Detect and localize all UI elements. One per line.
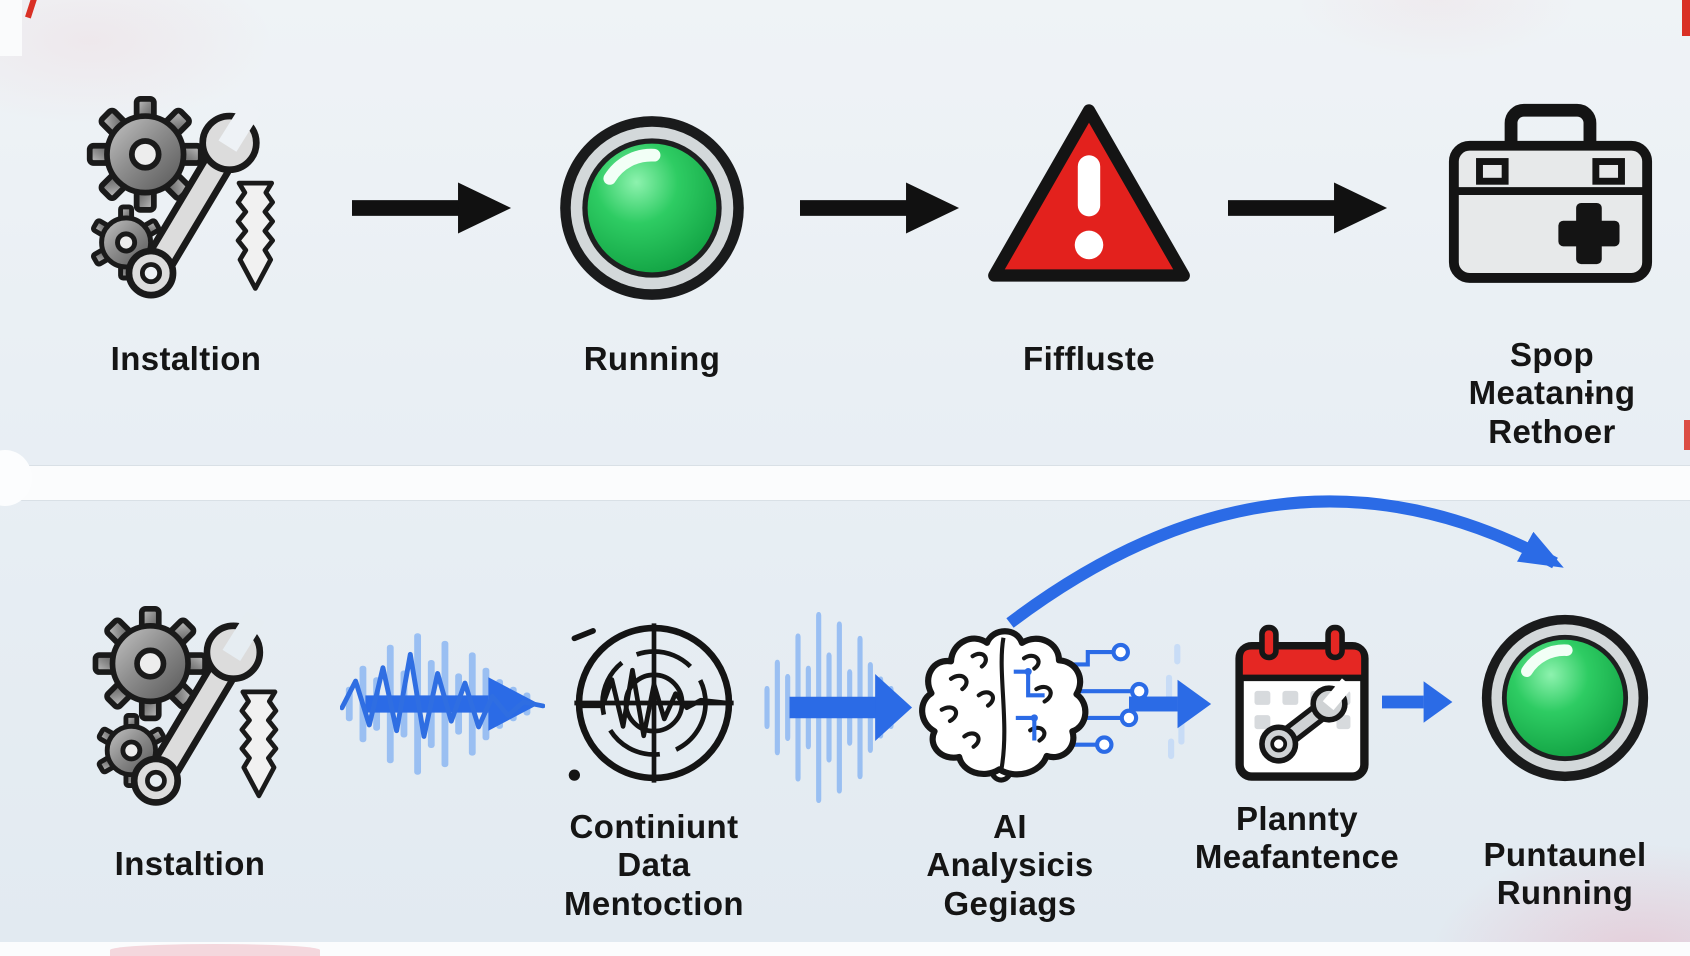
flow-arrow-black-icon <box>1228 176 1390 240</box>
signal-waveform-arrow-icon <box>340 618 545 790</box>
step-label: Plannty Meafantence <box>1194 800 1400 876</box>
radar-waveform-icon <box>565 614 743 792</box>
green-button-icon <box>1479 612 1651 784</box>
step-label: Continiunt Data Mentoction <box>564 808 744 922</box>
step-label: Puntaunel Running <box>1483 836 1647 912</box>
flow-arrow-black-icon <box>800 176 962 240</box>
flow-arrow-blue-icon <box>1382 676 1454 728</box>
step-label: Instaltion <box>110 340 262 377</box>
flow-arrow-black-icon <box>352 176 514 240</box>
step-label: Spop Meatanɨng Rethoer <box>1468 336 1636 450</box>
green-button-icon <box>557 113 747 303</box>
feedback-curve-arrow-icon <box>955 445 1635 670</box>
gears-wrench-icon <box>82 95 287 320</box>
step-label: Instaltion <box>114 845 266 882</box>
gears-wrench-icon <box>88 605 290 827</box>
step-label: AI Analysicis Gegiags <box>926 808 1094 922</box>
step-label: Running <box>583 340 721 377</box>
step-label: Fiffluste <box>1023 340 1155 377</box>
calendar-wrench-icon <box>1232 622 1372 785</box>
brain-circuit-icon <box>915 615 1203 790</box>
red-streak-artifact <box>1684 420 1690 450</box>
corner-artifact <box>0 0 22 56</box>
bottom-edge-strip <box>0 942 1690 956</box>
pink-smudge-artifact <box>110 944 320 956</box>
red-streak-artifact <box>25 0 37 19</box>
toolbox-icon <box>1444 100 1656 298</box>
section-divider <box>0 466 1690 500</box>
red-streak-artifact <box>1682 0 1690 36</box>
signal-waveform-arrow-icon <box>760 600 915 815</box>
warning-triangle-icon <box>982 98 1196 292</box>
flow-arrow-blue-icon <box>1125 676 1217 732</box>
